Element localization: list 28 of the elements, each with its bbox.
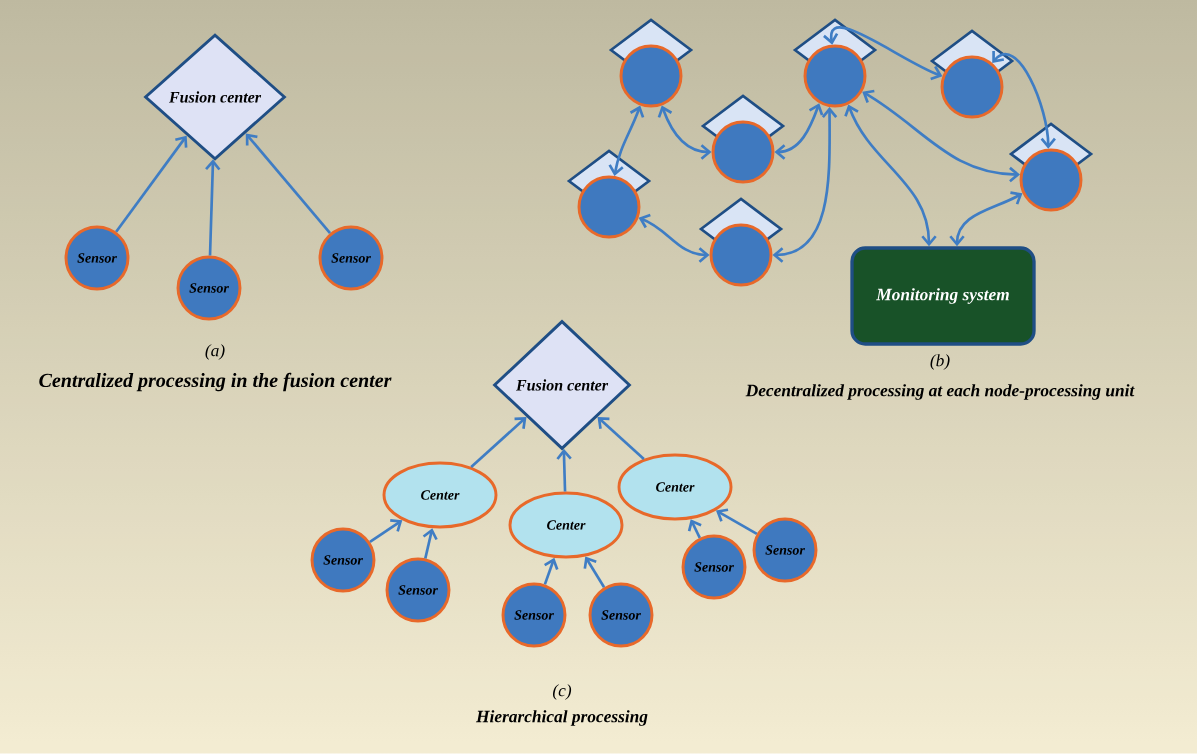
arrow	[115, 135, 188, 233]
arrow	[774, 103, 824, 160]
monitoring-system-box: Monitoring system	[850, 246, 1036, 346]
arrow	[543, 557, 559, 585]
arrow	[715, 508, 758, 536]
caption: Decentralized processing at each node-processing unit	[745, 384, 1135, 400]
arrow	[844, 104, 937, 247]
arrow	[556, 448, 572, 492]
arrow	[422, 528, 438, 559]
caption: Hierarchical processing	[475, 710, 648, 726]
arrow	[862, 89, 1021, 183]
arrow	[597, 417, 645, 460]
panel-label: (c)	[553, 684, 572, 700]
arrow	[772, 107, 838, 263]
arrow	[949, 191, 1023, 247]
arrow	[470, 417, 527, 468]
panel-label: (a)	[205, 344, 225, 360]
arrow	[823, 26, 943, 81]
arrow	[369, 519, 403, 544]
arrow	[638, 213, 710, 263]
caption: Centralized processing in the fusion center	[39, 372, 392, 392]
arrow	[245, 133, 332, 235]
arrow	[657, 105, 712, 160]
arrow	[992, 50, 1056, 149]
arrow	[583, 556, 606, 588]
arrow	[687, 519, 702, 539]
arrow	[608, 105, 645, 177]
arrow	[205, 159, 221, 256]
